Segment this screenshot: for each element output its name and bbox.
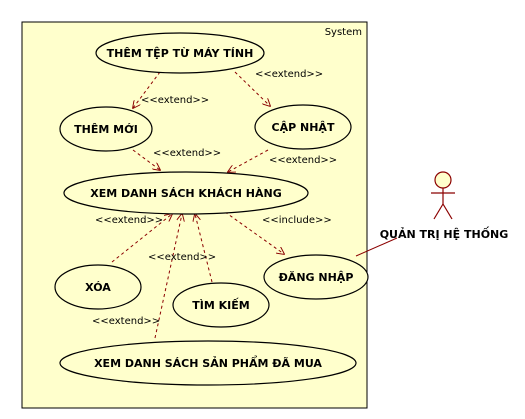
use-case-xem-sp[interactable]: XEM DANH SÁCH SẢN PHẨM ĐÃ MUA: [59, 340, 357, 386]
use-case-xoa[interactable]: XÓA: [54, 264, 142, 310]
use-case-label-xem-sp: XEM DANH SÁCH SẢN PHẨM ĐÃ MUA: [94, 355, 322, 370]
extend-label-4: <<extend>>: [269, 155, 337, 166]
actor-label: QUẢN TRỊ HỆ THỐNG: [380, 226, 509, 241]
actor-quan-tri[interactable]: [431, 171, 455, 220]
use-case-xem-kh[interactable]: XEM DANH SÁCH KHÁCH HÀNG: [63, 171, 309, 215]
use-case-label-tim-kiem: TÌM KIẾM: [192, 297, 249, 312]
system-title: System: [325, 27, 362, 38]
use-case-them-moi[interactable]: THÊM MỚI: [59, 106, 153, 152]
extend-label-2: <<extend>>: [141, 95, 209, 106]
use-case-label-cap-nhat: CẬP NHẬT: [272, 121, 335, 134]
use-case-label-them-tep: THÊM TỆP TỪ MÁY TÍNH: [107, 47, 254, 60]
use-case-label-xem-kh: XEM DANH SÁCH KHÁCH HÀNG: [90, 187, 282, 200]
extend-label-5: <<extend>>: [95, 215, 163, 226]
association-line: [355, 237, 398, 257]
extend-label-7: <<extend>>: [92, 316, 160, 327]
include-line-xem-kh-to-dang-nhap: [224, 211, 284, 254]
include-label: <<include>>: [262, 215, 332, 226]
use-case-cap-nhat[interactable]: CẬP NHẬT: [254, 104, 352, 150]
relations: [111, 71, 284, 339]
use-case-label-xoa: XÓA: [85, 281, 111, 294]
extend-line-xoa-to-xem-kh: [111, 214, 172, 263]
use-case-them-tep[interactable]: THÊM TỆP TỪ MÁY TÍNH: [95, 32, 265, 74]
use-case-tim-kiem[interactable]: TÌM KIẾM: [172, 282, 270, 328]
extend-line-them-tep-to-them-moi: [133, 71, 161, 108]
extend-label-6: <<extend>>: [148, 252, 216, 263]
extend-label-1: <<extend>>: [255, 69, 323, 80]
extend-label-3: <<extend>>: [153, 148, 221, 159]
use-case-label-dang-nhap: ĐĂNG NHẬP: [279, 271, 354, 284]
extend-line-cap-nhat-to-xem-kh: [228, 149, 269, 172]
actor-head-icon: [434, 171, 452, 189]
use-case-dang-nhap[interactable]: ĐĂNG NHẬP: [263, 254, 369, 300]
extend-line-them-tep-to-cap-nhat: [234, 71, 270, 106]
use-case-label-them-moi: THÊM MỚI: [74, 123, 138, 136]
